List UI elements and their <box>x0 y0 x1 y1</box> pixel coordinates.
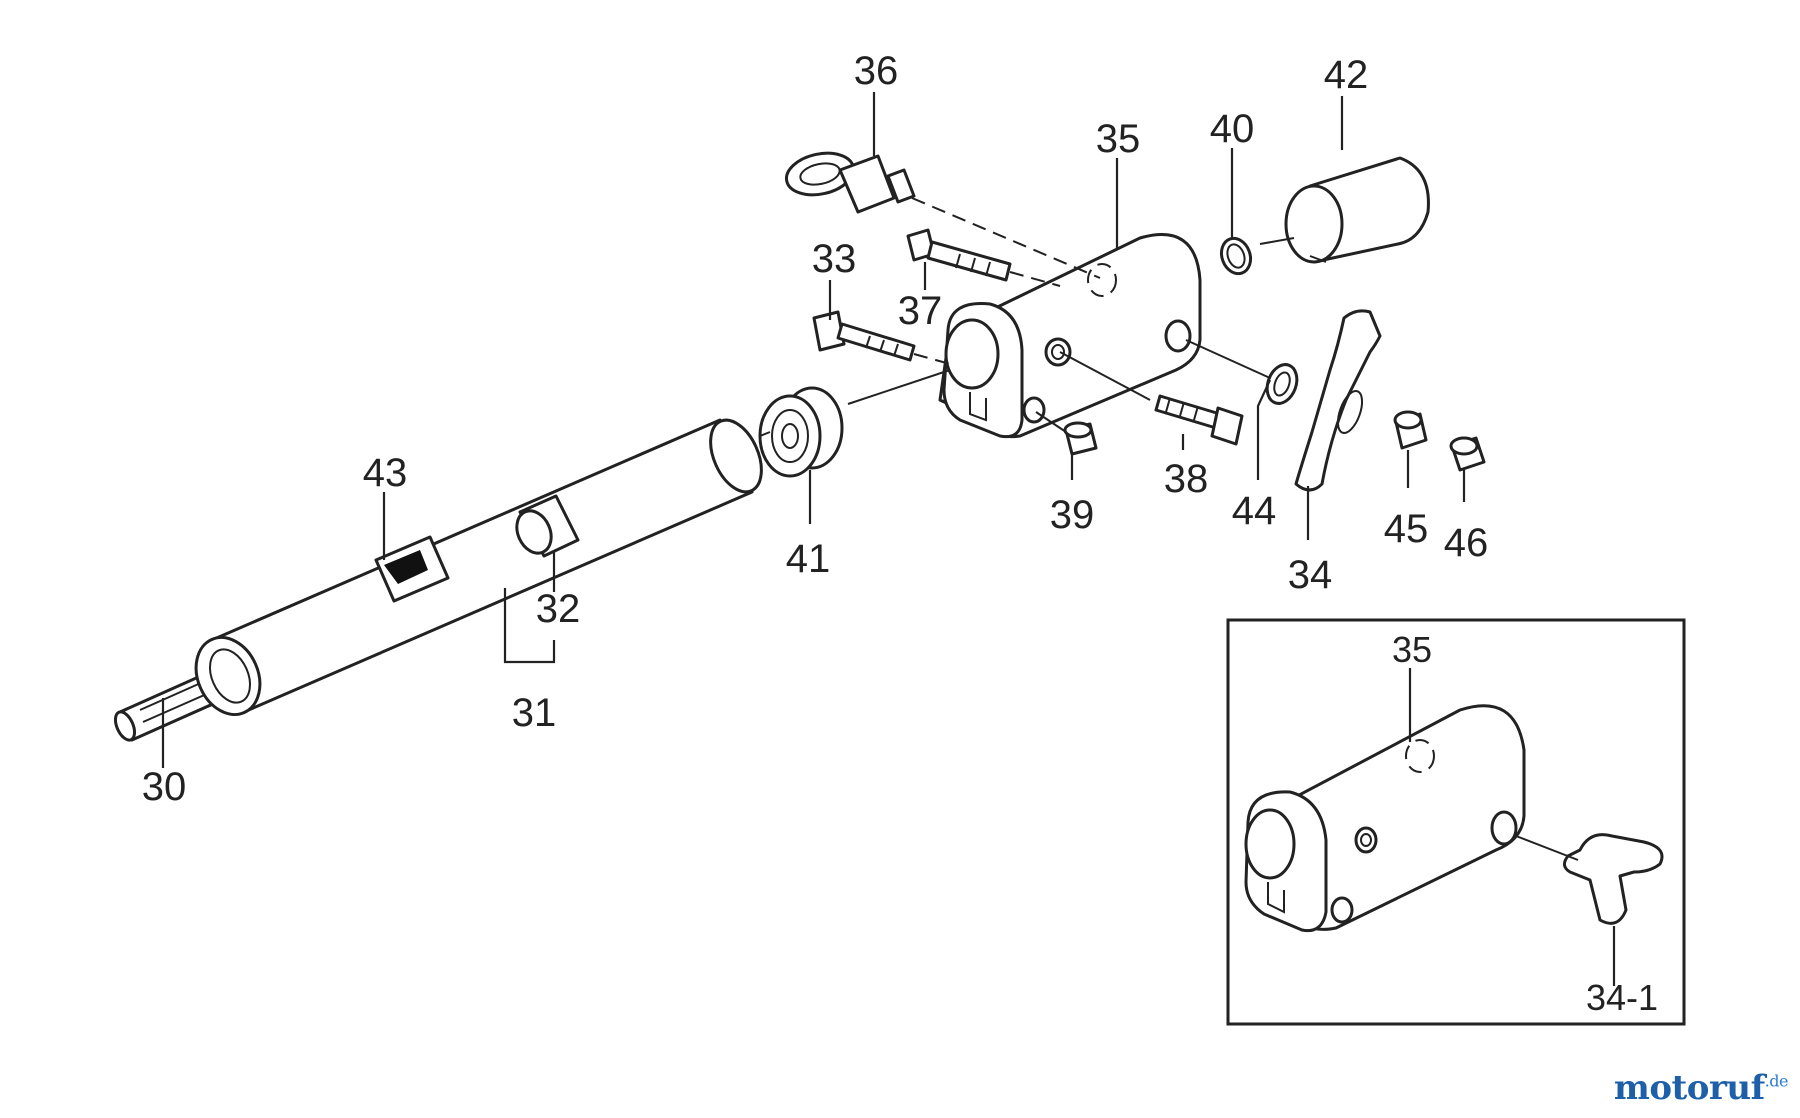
inset-label-part-35: 35 <box>1392 629 1432 670</box>
watermark-logo: motoruf.de <box>1613 1068 1789 1108</box>
label-part-31: 31 <box>512 691 557 735</box>
label-part-32: 32 <box>536 587 581 631</box>
watermark-tld: .de <box>1764 1071 1789 1091</box>
inset-part-34-1-star-knob <box>1515 833 1664 986</box>
part-42-sleeve <box>1284 156 1430 264</box>
label-part-40: 40 <box>1210 107 1255 151</box>
leader-lines <box>161 92 1466 768</box>
part-36-eye-bolt <box>784 151 916 214</box>
part-41-bearing <box>758 386 844 478</box>
watermark-name: motoruf <box>1613 1068 1765 1108</box>
part-32-clamp-nut <box>515 494 580 558</box>
label-part-41: 41 <box>786 537 831 581</box>
label-part-30: 30 <box>142 765 187 809</box>
part-46-cap-nut <box>1449 436 1486 472</box>
label-part-39: 39 <box>1050 493 1095 537</box>
label-part-37: 37 <box>898 289 943 333</box>
part-labels: 30 31 32 33 34 35 36 37 38 39 40 41 42 4… <box>142 49 1489 809</box>
inset-alternative-assembly: 35 34-1 <box>1226 618 1686 1026</box>
part-37-bolt <box>906 228 1012 282</box>
label-part-38: 38 <box>1164 457 1209 501</box>
inset-label-part-34-1: 34-1 <box>1586 977 1658 1018</box>
part-43-label-sticker <box>374 535 450 603</box>
inset-part-35-housing <box>1244 668 1526 933</box>
assembly-axis-lines <box>759 197 1295 437</box>
label-part-44: 44 <box>1232 489 1277 533</box>
label-part-42: 42 <box>1324 53 1369 97</box>
part-35-housing <box>938 233 1202 439</box>
part-44-washer <box>1265 363 1299 405</box>
label-part-43: 43 <box>363 451 408 495</box>
part-39-nut <box>1063 421 1098 456</box>
part-40-circlip <box>1219 236 1253 276</box>
label-part-36: 36 <box>854 49 899 93</box>
label-part-35: 35 <box>1096 117 1141 161</box>
part-45-nut <box>1393 410 1428 450</box>
part-31-tube <box>194 418 763 717</box>
label-part-45: 45 <box>1384 507 1429 551</box>
label-part-46: 46 <box>1444 521 1489 565</box>
label-part-34: 34 <box>1288 553 1333 597</box>
part-38-bolt <box>1154 394 1244 446</box>
label-part-33: 33 <box>812 237 857 281</box>
part-34-clamp-lever <box>1294 309 1382 492</box>
